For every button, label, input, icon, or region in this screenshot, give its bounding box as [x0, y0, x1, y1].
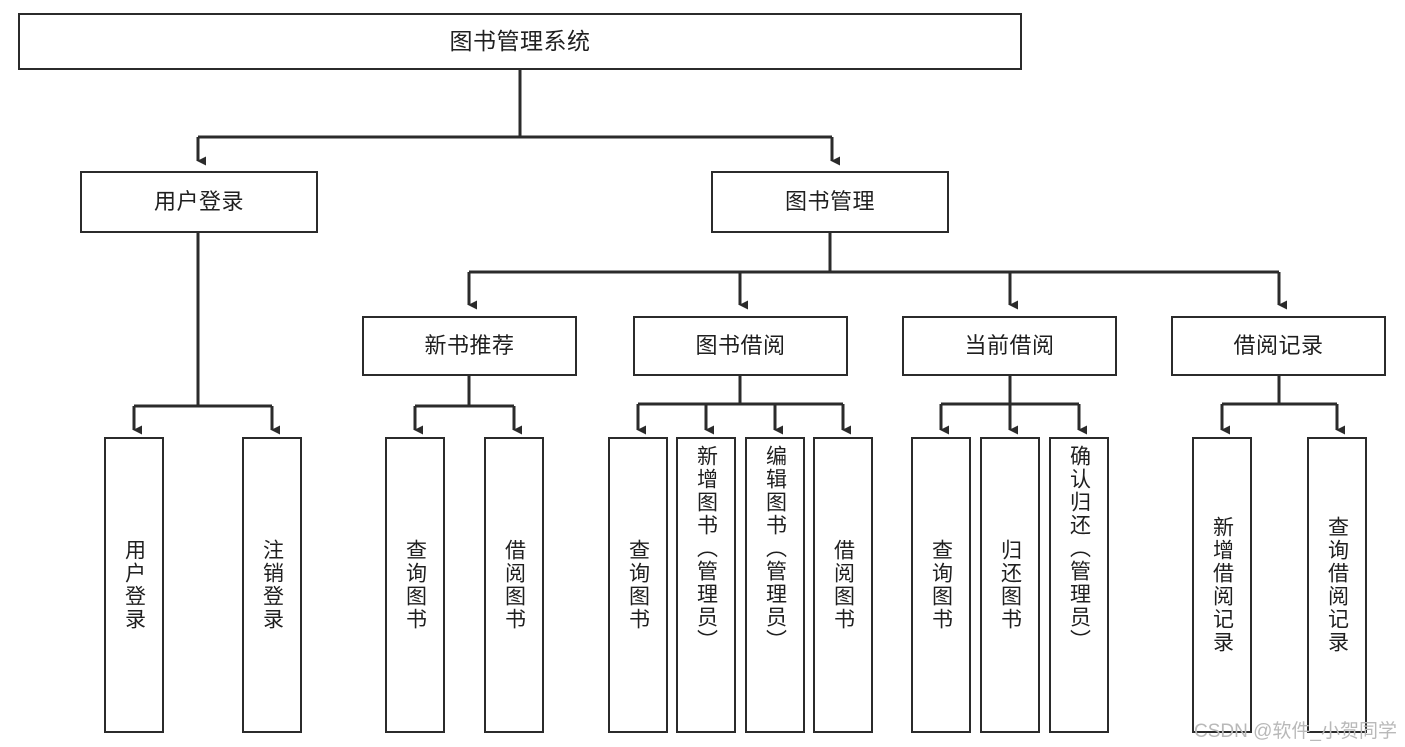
- node-user-login-label: 用户登录: [153, 189, 244, 215]
- node-leaf-query-book-borrow-label: 查询图书: [626, 539, 650, 631]
- node-leaf-user-login-label: 用户登录: [122, 539, 146, 631]
- node-root-label: 图书管理系统: [449, 28, 591, 55]
- node-book-borrow[interactable]: 图书借阅: [633, 316, 848, 376]
- node-book-borrow-label: 图书借阅: [695, 333, 786, 359]
- node-leaf-borrow-book-newbook-label: 借阅图书: [502, 539, 526, 631]
- node-new-book-recommend-label: 新书推荐: [424, 333, 515, 359]
- node-leaf-return-book-label: 归还图书: [998, 539, 1022, 631]
- node-leaf-query-borrow-record-label: 查询借阅记录: [1325, 516, 1349, 654]
- node-leaf-add-borrow-record-label: 新增借阅记录: [1210, 516, 1234, 654]
- node-leaf-add-borrow-record[interactable]: 新增借阅记录: [1192, 437, 1252, 733]
- node-leaf-edit-book-admin-label: 编辑图书（管理员）: [763, 445, 787, 652]
- node-borrow-records[interactable]: 借阅记录: [1171, 316, 1386, 376]
- node-new-book-recommend[interactable]: 新书推荐: [362, 316, 577, 376]
- node-borrow-records-label: 借阅记录: [1233, 333, 1324, 359]
- node-leaf-add-book-admin-label: 新增图书（管理员）: [694, 445, 718, 652]
- node-leaf-borrow-book-label: 借阅图书: [831, 539, 855, 631]
- node-user-login[interactable]: 用户登录: [80, 171, 318, 233]
- node-leaf-return-book[interactable]: 归还图书: [980, 437, 1040, 733]
- node-leaf-query-book-current-label: 查询图书: [929, 539, 953, 631]
- node-leaf-logout[interactable]: 注销登录: [242, 437, 302, 733]
- node-leaf-borrow-book-newbook[interactable]: 借阅图书: [484, 437, 544, 733]
- node-leaf-borrow-book[interactable]: 借阅图书: [813, 437, 873, 733]
- node-leaf-logout-label: 注销登录: [260, 539, 284, 631]
- node-leaf-user-login[interactable]: 用户登录: [104, 437, 164, 733]
- node-leaf-query-book-newbook[interactable]: 查询图书: [385, 437, 445, 733]
- node-book-management-label: 图书管理: [784, 189, 875, 215]
- node-root[interactable]: 图书管理系统: [18, 13, 1022, 70]
- node-current-borrow[interactable]: 当前借阅: [902, 316, 1117, 376]
- node-leaf-confirm-return-admin[interactable]: 确认归还（管理员）: [1049, 437, 1109, 733]
- node-book-management[interactable]: 图书管理: [711, 171, 949, 233]
- node-leaf-add-book-admin[interactable]: 新增图书（管理员）: [676, 437, 736, 733]
- node-leaf-query-borrow-record[interactable]: 查询借阅记录: [1307, 437, 1367, 733]
- node-leaf-query-book-newbook-label: 查询图书: [403, 539, 427, 631]
- node-current-borrow-label: 当前借阅: [964, 333, 1055, 359]
- node-leaf-query-book-current[interactable]: 查询图书: [911, 437, 971, 733]
- node-leaf-query-book-borrow[interactable]: 查询图书: [608, 437, 668, 733]
- node-leaf-confirm-return-admin-label: 确认归还（管理员）: [1067, 445, 1091, 652]
- node-leaf-edit-book-admin[interactable]: 编辑图书（管理员）: [745, 437, 805, 733]
